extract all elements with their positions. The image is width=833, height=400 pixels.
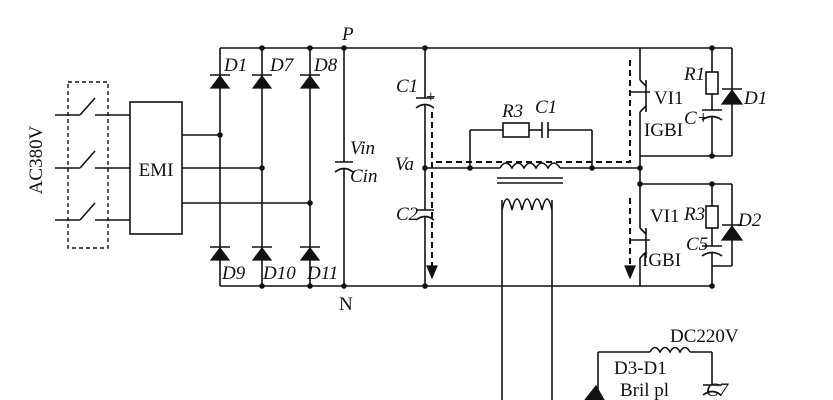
label-d9: D9: [221, 263, 246, 284]
diode-d11: [299, 247, 321, 261]
ac-line-3: [55, 202, 130, 221]
ac-line-1: [55, 97, 130, 116]
bridge-rectifier: D1 D7 D8 D9 D10 D11: [209, 45, 338, 289]
label-vin: Vin: [350, 138, 375, 159]
label-c2: C2: [396, 204, 419, 225]
emi-label: EMI: [139, 160, 174, 181]
current-path: [426, 60, 636, 280]
label-r3-right: R3: [683, 204, 705, 225]
transformer: [467, 162, 640, 400]
label-brilpl: Bril pl: [620, 380, 669, 400]
diode-d7: [251, 75, 273, 89]
lower-igbt-module: VI1 IGBI R3 C5 D2: [630, 181, 762, 289]
label-igbi-bot: IGBI: [642, 250, 681, 271]
label-c-plus: C+: [684, 108, 710, 129]
dc-bus: P N: [220, 24, 712, 315]
label-d1-top: D1: [223, 55, 247, 76]
capacitor-cin: Vin Cin: [334, 48, 377, 286]
upper-igbt-module: VI1 IGBI R1 C+ D1: [630, 45, 767, 171]
label-d3d1: D3-D1: [614, 358, 667, 379]
label-d10: D10: [262, 263, 296, 284]
label-d11: D11: [306, 263, 338, 284]
label-c1-mid: C1: [535, 97, 557, 118]
diode-bridge-out: [584, 384, 605, 400]
label-r3-mid: R3: [501, 101, 523, 122]
label-cin: Cin: [350, 166, 377, 187]
diode-d10: [251, 247, 273, 261]
label-d7: D7: [269, 55, 295, 76]
ac-input-block: AC380V: [26, 81, 130, 249]
ac-line-2: [55, 150, 130, 169]
label-c1-left: C1: [396, 76, 418, 97]
emi-filter: EMI: [129, 101, 310, 235]
label-plus-c1: +: [426, 87, 436, 106]
label-r1: R1: [683, 64, 705, 85]
output-rectifier: DC220V D3-D1 Bril pl C7: [584, 326, 739, 400]
label-c5: C5: [686, 234, 708, 255]
label-d1-right: D1: [743, 88, 767, 109]
label-d8: D8: [313, 55, 338, 76]
label-va: Va: [395, 154, 414, 175]
diode-d9: [209, 247, 231, 261]
diode-d1-right: [720, 88, 744, 105]
rc-snubber: R3 C1: [425, 97, 593, 169]
node-n-label: N: [339, 294, 353, 315]
label-igbi-top: IGBI: [644, 120, 683, 141]
diode-d1-top: [209, 75, 231, 89]
diode-d8: [299, 75, 321, 89]
node-p-label: P: [341, 24, 354, 45]
split-capacitors: C1 + C2 Va: [395, 45, 436, 289]
label-c7: C7: [706, 380, 730, 400]
label-dc220: DC220V: [670, 326, 739, 347]
label-vi1-bot: VI1: [650, 206, 680, 227]
label-d2: D2: [737, 210, 762, 231]
ac-source-label: AC380V: [26, 125, 47, 194]
ac-input-dashed-box: [67, 81, 109, 249]
label-vi1-top: VI1: [654, 88, 684, 109]
